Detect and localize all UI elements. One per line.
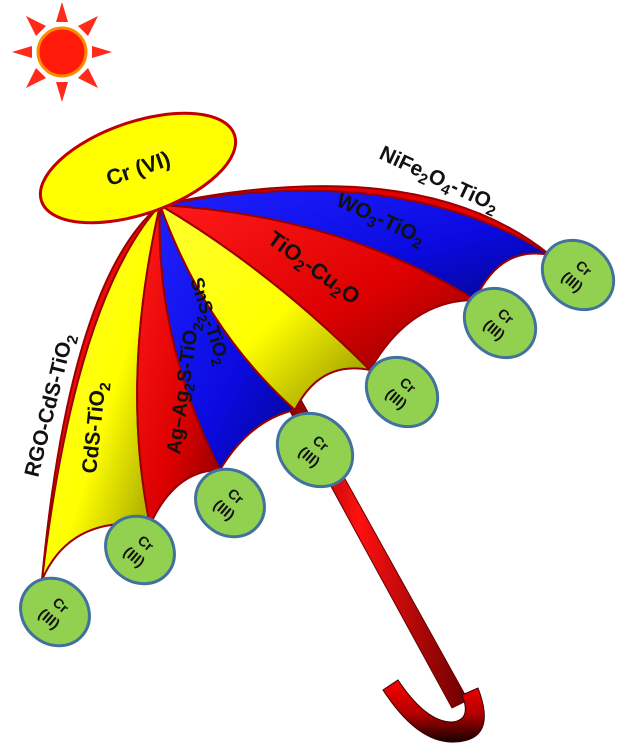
cr-iii-badge: Cr (III): [540, 238, 616, 312]
cr-iii-badge: Cr (III): [194, 467, 266, 539]
cr-iii-badge: Cr (III): [104, 514, 176, 586]
cr-iii-badge: Cr (III): [364, 355, 440, 429]
cr-iii-badge: Cr (III): [462, 286, 538, 360]
cr-iii-badge: Cr (III): [275, 411, 355, 489]
cr-vi-ellipse: Cr (VI): [38, 111, 238, 225]
sun-icon: [12, 2, 112, 102]
umbrella-canopy: [41, 185, 551, 581]
cr-iii-badge: Cr (III): [19, 576, 91, 648]
